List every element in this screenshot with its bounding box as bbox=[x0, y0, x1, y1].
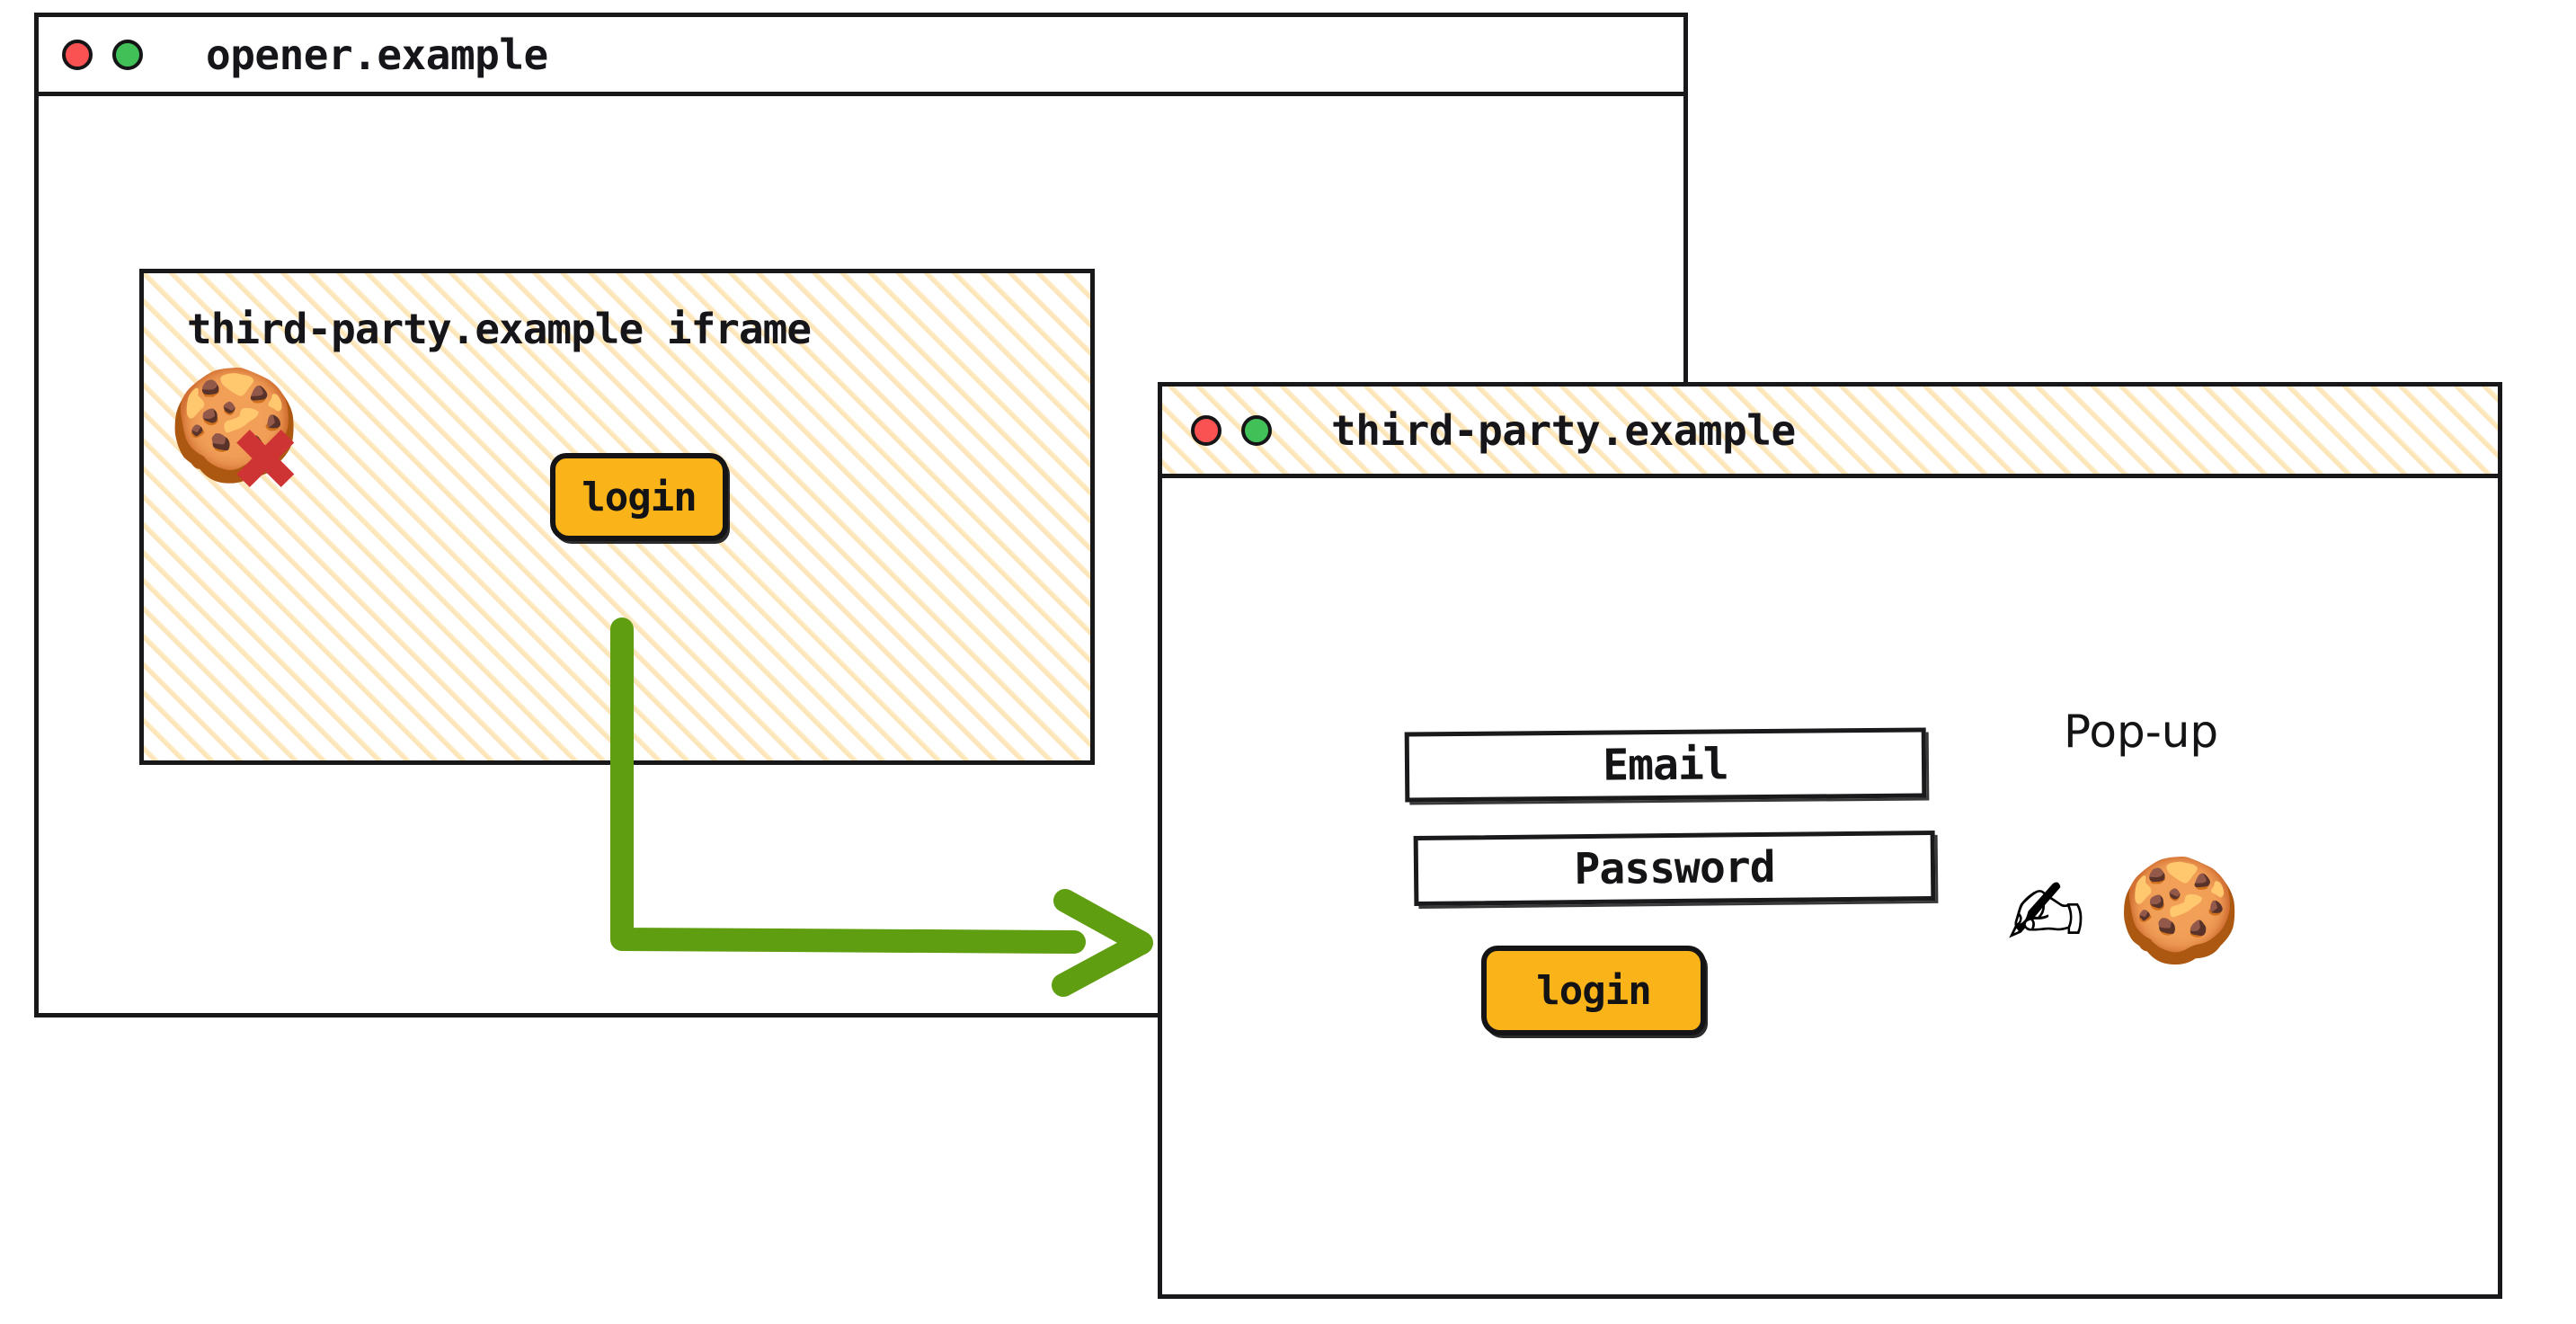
red-cross-icon: ✖ bbox=[229, 410, 302, 511]
cookie-icon: 🍪 bbox=[167, 363, 302, 488]
iframe-login-button-label: login bbox=[582, 474, 697, 520]
close-button-dot-icon[interactable] bbox=[62, 39, 93, 70]
password-field-label: Password bbox=[1574, 841, 1775, 895]
email-field[interactable]: Email bbox=[1404, 727, 1927, 803]
maximize-button-dot-icon[interactable] bbox=[112, 39, 143, 70]
password-field[interactable]: Password bbox=[1413, 830, 1936, 907]
iframe-label: third-party.example iframe bbox=[187, 305, 812, 353]
cookie-icon: 🍪 bbox=[2117, 852, 2243, 969]
popup-window-body: Email Password login Pop-up ✍ 🍪 bbox=[1162, 478, 2498, 1294]
opener-window-title: opener.example bbox=[206, 30, 548, 79]
maximize-button-dot-icon[interactable] bbox=[1241, 414, 1272, 446]
iframe-login-button[interactable]: login bbox=[550, 453, 728, 541]
popup-titlebar: third-party.example bbox=[1162, 387, 2498, 478]
opener-titlebar: opener.example bbox=[39, 17, 1683, 96]
email-field-label: Email bbox=[1603, 739, 1728, 791]
close-button-dot-icon[interactable] bbox=[1191, 414, 1221, 446]
third-party-iframe: third-party.example iframe 🍪 ✖ login bbox=[139, 269, 1095, 765]
popup-traffic-lights bbox=[1191, 414, 1272, 446]
popup-login-button[interactable]: login bbox=[1481, 946, 1706, 1035]
popup-login-button-label: login bbox=[1536, 967, 1651, 1014]
popup-window-title: third-party.example bbox=[1331, 405, 1796, 455]
popup-browser-window: third-party.example Email Password login… bbox=[1158, 382, 2502, 1299]
writing-hand-icon: ✍ bbox=[2007, 858, 2086, 968]
opener-traffic-lights bbox=[62, 39, 143, 70]
popup-annotation-label: Pop-up bbox=[2064, 706, 2219, 758]
